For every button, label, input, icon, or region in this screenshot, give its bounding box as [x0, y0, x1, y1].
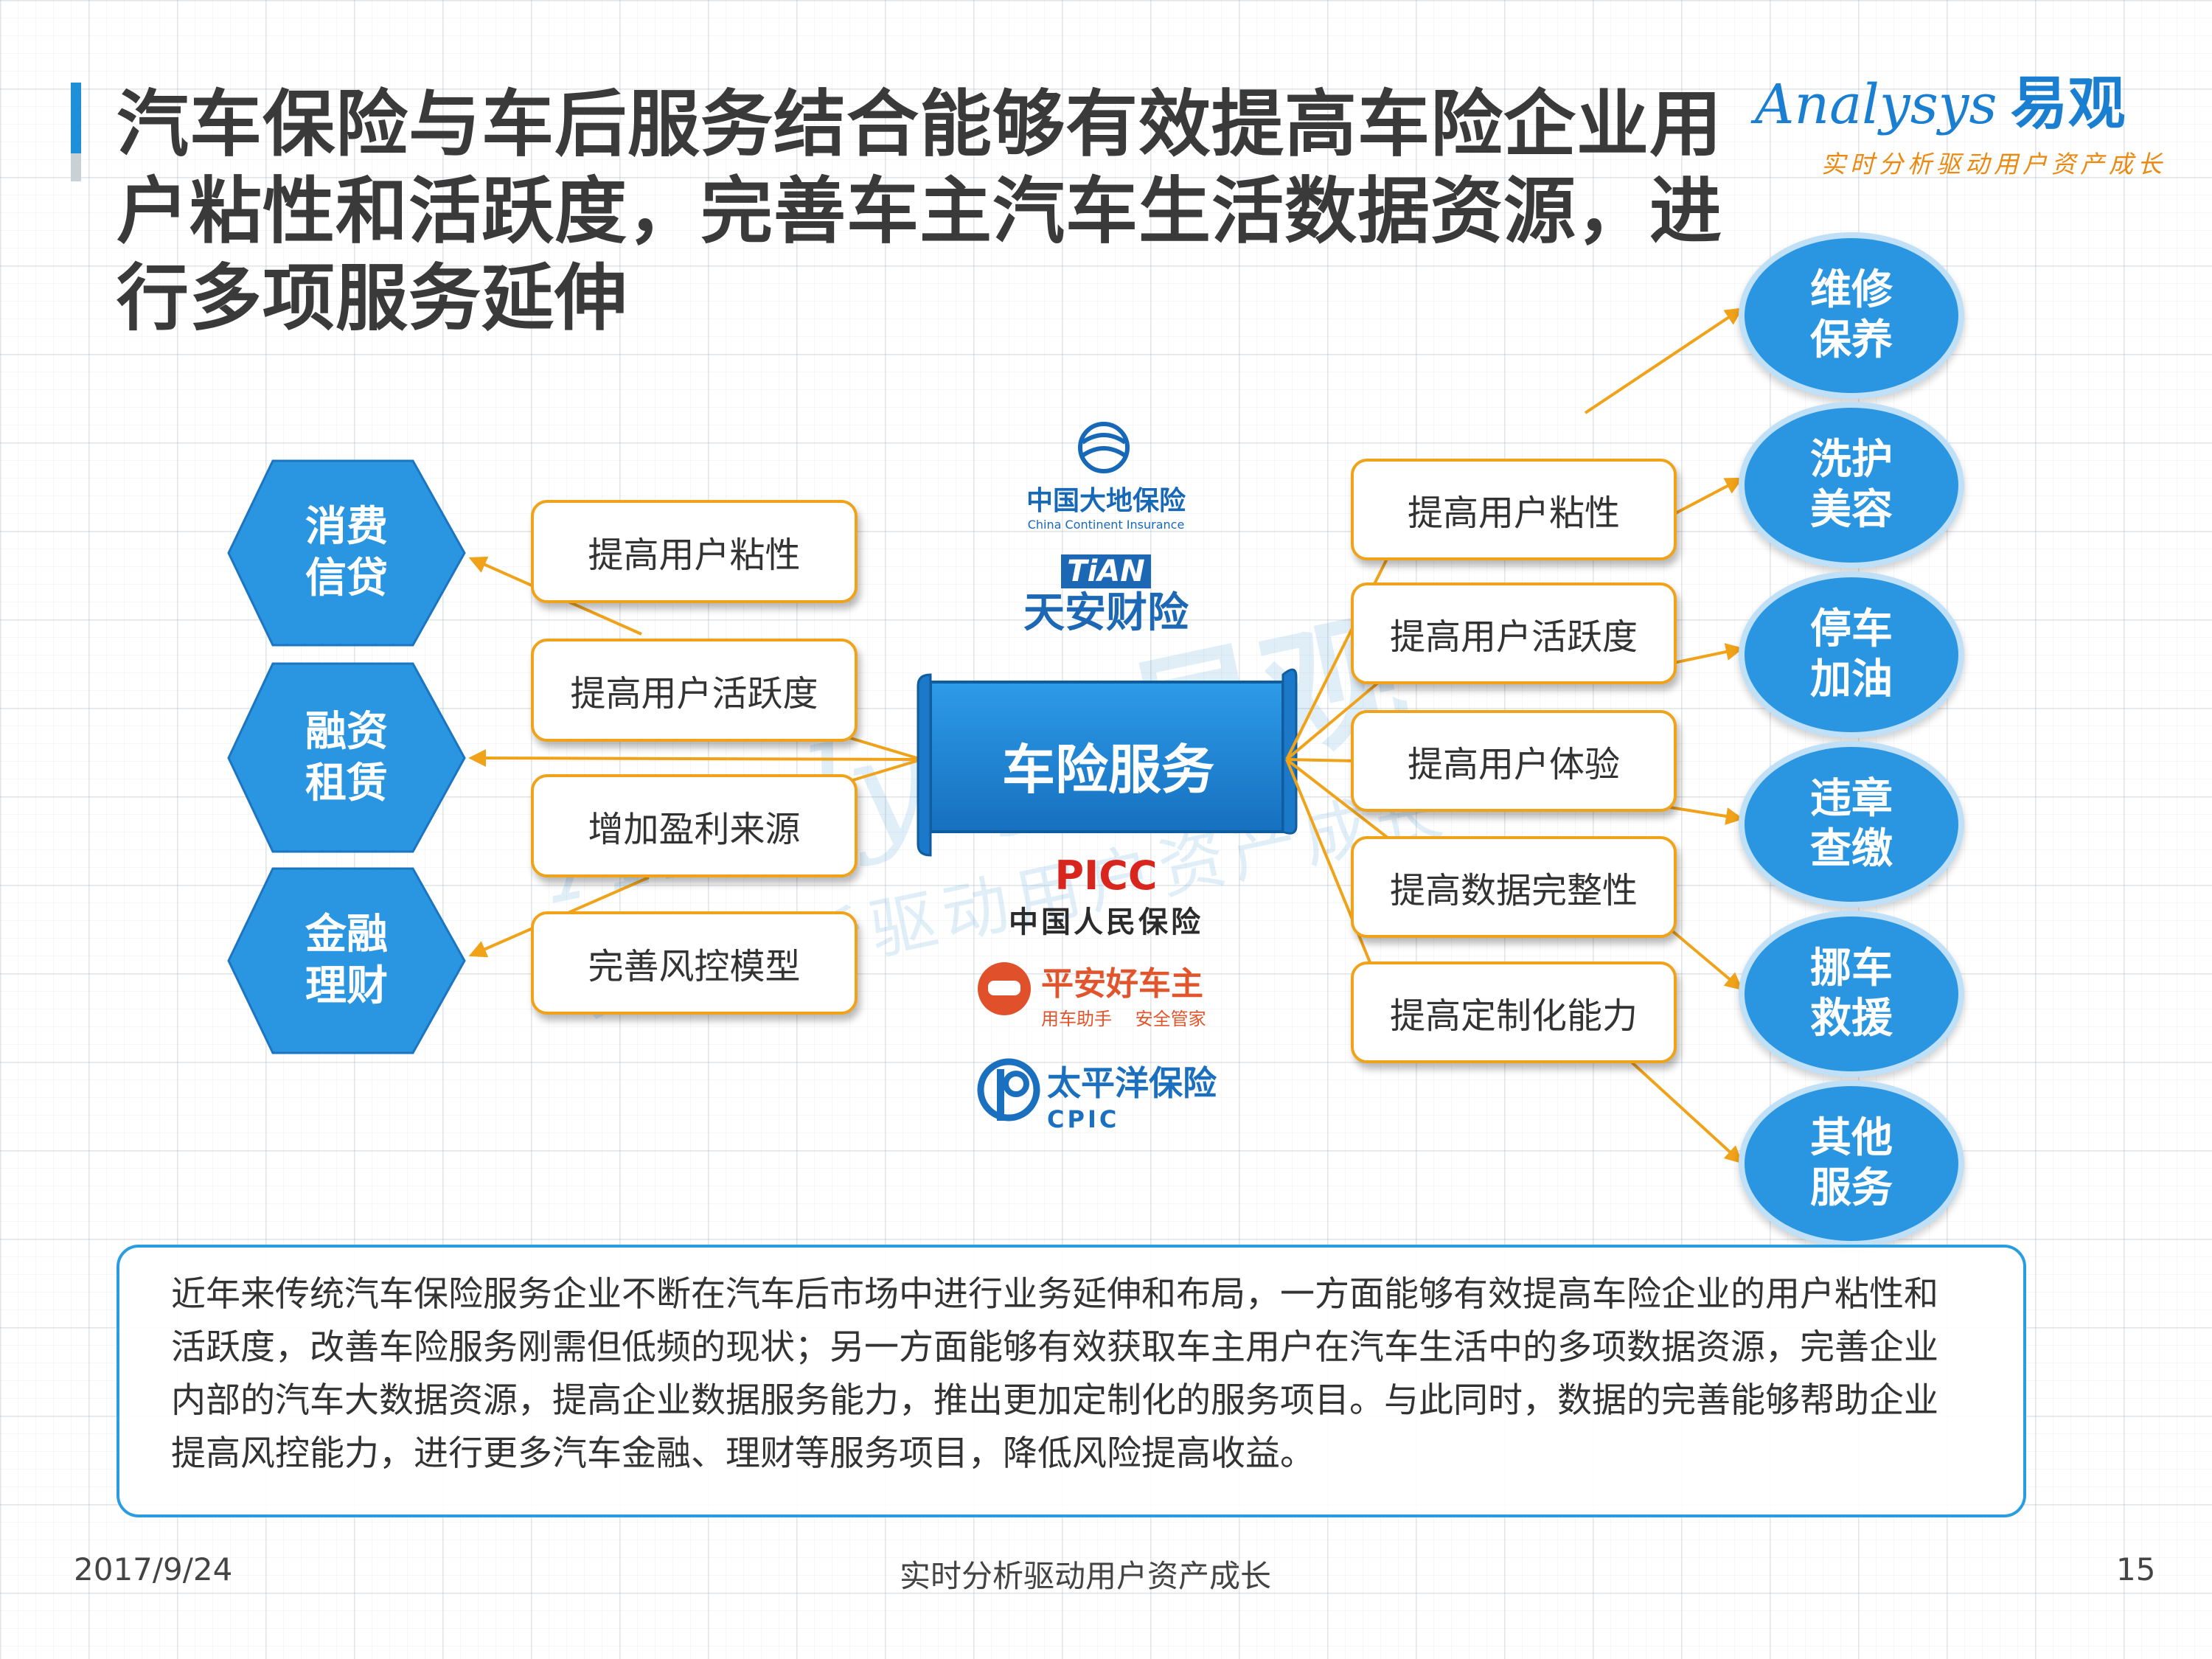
title-accent-bar-grey — [71, 153, 81, 181]
right-service-label: 其他 服务 — [1810, 1114, 1893, 1212]
connector-center-right-1 — [1285, 530, 1402, 760]
analysys-logo: Analysys 易观 实时分析驱动用户资产成长 — [1755, 58, 2168, 205]
right-benefit-box: 提高数据完整性 — [1351, 836, 1677, 938]
left-connectors — [468, 556, 922, 958]
footer-date: 2017/9/24 — [74, 1551, 233, 1587]
company-cpic-abbr: CPIC — [1047, 1105, 1120, 1133]
company-tian-abbr: TiAN — [1061, 554, 1151, 588]
left-service-shape-3 — [227, 867, 466, 1054]
center-banner — [917, 668, 1298, 857]
page-title: 汽车保险与车后服务结合能够有效提高车险企业用户粘性和活跃度，完善车主汽车生活数据… — [116, 83, 1723, 341]
connector-right-5 — [1669, 928, 1743, 991]
summary-box: 近年来传统汽车保险服务企业不断在汽车后市场中进行业务延伸和布局，一方面能够有效提… — [116, 1245, 2026, 1517]
connector-center-left-b — [847, 758, 922, 783]
left-service-label: 消费 信贷 — [305, 503, 388, 602]
company-tian: TiAN 天安财险 — [1003, 554, 1209, 639]
right-service-violation: 违章 查缴 — [1739, 741, 1964, 908]
left-service-shape-1 — [227, 459, 466, 647]
logo-brand-cn: 易观 — [2010, 71, 2126, 137]
right-service-label: 停车 加油 — [1810, 605, 1893, 703]
right-benefit-box: 提高用户体验 — [1351, 710, 1677, 812]
center-service-label: 车险服务 — [1001, 739, 1214, 801]
left-service-consumer-credit: 消费 信贷 — [240, 461, 453, 645]
connector-center-left-a — [847, 736, 922, 761]
right-service-label: 洗护 美容 — [1810, 436, 1893, 534]
right-benefit-box: 提高用户活跃度 — [1351, 582, 1677, 684]
company-pingan-slogan-2: 安全管家 — [1135, 1009, 1206, 1029]
right-service-rescue: 挪车 救援 — [1739, 911, 1964, 1077]
right-benefit-box: 提高定制化能力 — [1351, 961, 1677, 1063]
left-benefit-box: 提高用户粘性 — [531, 500, 858, 603]
company-cpic: 太平洋保险 CPIC — [1047, 1057, 1253, 1133]
left-benefit-box: 提高用户活跃度 — [531, 639, 858, 742]
right-service-label: 维修 保养 — [1810, 266, 1893, 364]
company-picc-abbr: PICC — [1054, 852, 1158, 899]
summary-text: 近年来传统汽车保险服务企业不断在汽车后市场中进行业务延伸和布局，一方面能够有效提… — [171, 1274, 1938, 1474]
page-number: 15 — [2116, 1551, 2156, 1587]
company-tian-name: 天安财险 — [1023, 589, 1189, 637]
logo-tagline: 实时分析驱动用户资产成长 — [1821, 150, 2166, 178]
company-dadi-name: 中国大地保险 — [1026, 486, 1186, 516]
connector-right-4 — [1669, 806, 1744, 825]
connector-right-1 — [1584, 307, 1743, 414]
right-service-label: 违章 查缴 — [1810, 775, 1893, 873]
right-service-label: 挪车 救援 — [1810, 945, 1893, 1043]
pingan-car-icon — [978, 962, 1031, 1015]
left-service-label: 融资 租赁 — [305, 707, 388, 807]
right-service-maintenance: 维修 保养 — [1739, 232, 1964, 399]
company-pingan-name: 平安好车主 — [1041, 965, 1203, 1003]
right-service-other: 其他 服务 — [1739, 1080, 1964, 1247]
company-picc: PICC 中国人民保险 — [988, 854, 1224, 941]
company-cpic-name: 太平洋保险 — [1047, 1063, 1217, 1103]
logo-brand-en: Analysys — [1755, 73, 1997, 136]
company-pingan: 平安好车主 用车助手 安全管家 — [1041, 957, 1240, 1030]
right-benefit-box: 提高用户粘性 — [1351, 459, 1677, 560]
connector-right-2 — [1669, 477, 1744, 518]
company-dadi-name-en: China Continent Insurance — [1027, 518, 1185, 532]
right-connectors — [1285, 307, 1744, 1164]
left-service-wealth-management: 金融 理财 — [240, 869, 453, 1053]
connector-right-3 — [1669, 643, 1744, 665]
right-service-car-wash: 洗护 美容 — [1739, 402, 1964, 568]
connector-left-2 — [468, 749, 922, 768]
company-picc-name: 中国人民保险 — [1009, 905, 1203, 939]
left-service-financing-lease: 融资 租赁 — [240, 664, 453, 852]
cpic-logo-icon — [977, 1058, 1040, 1121]
left-service-label: 金融 理财 — [305, 911, 388, 1010]
left-service-shape-2 — [227, 662, 466, 853]
connector-center-right-3 — [1286, 758, 1357, 762]
connector-right-6 — [1628, 1059, 1743, 1164]
left-benefit-box: 完善风控模型 — [531, 911, 858, 1015]
company-dadi: 中国大地保险 China Continent Insurance — [1003, 479, 1209, 532]
footer-slogan: 实时分析驱动用户资产成长 — [900, 1558, 1272, 1594]
right-service-parking-fuel: 停车 加油 — [1739, 571, 1964, 738]
dadi-globe-icon — [1078, 422, 1130, 473]
connector-center-right-4 — [1285, 758, 1402, 849]
company-pingan-slogan-1: 用车助手 — [1041, 1009, 1112, 1029]
left-benefit-box: 增加盈利来源 — [531, 774, 858, 877]
